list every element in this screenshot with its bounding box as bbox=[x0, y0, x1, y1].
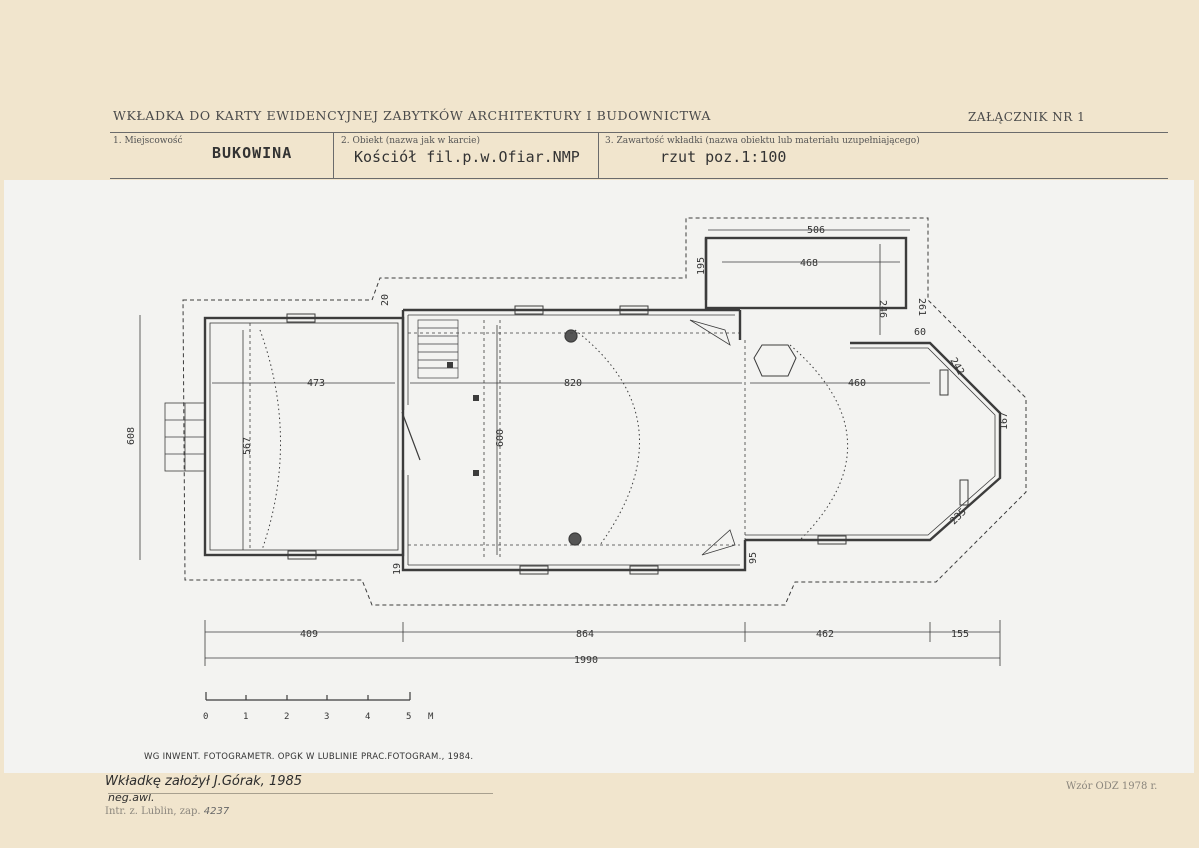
field-divider-1 bbox=[333, 132, 334, 178]
dim-167: 167 bbox=[999, 412, 1010, 430]
west-tower-walls bbox=[203, 316, 405, 557]
dim-155: 155 bbox=[951, 629, 969, 640]
footer-rule bbox=[108, 793, 493, 794]
annex-number: ZAŁĄCZNIK NR 1 bbox=[968, 110, 1086, 124]
field-content-label: 3. Zawartość wkładki (nazwa obiektu lub … bbox=[605, 136, 920, 146]
inventory-stamp-line: Intr. z. Lublin, zap. 4237 bbox=[105, 806, 229, 817]
column-north bbox=[564, 329, 578, 343]
nave-walls bbox=[401, 308, 747, 572]
scale-unit: M bbox=[428, 712, 434, 722]
field-content-value: rzut poz.1:100 bbox=[660, 148, 787, 166]
scale-tick-3: 3 bbox=[324, 712, 329, 722]
dim-864: 864 bbox=[576, 629, 594, 640]
document-title: WKŁADKA DO KARTY EWIDENCYJNEJ ZABYTKÓW A… bbox=[113, 108, 712, 123]
dim-567: 567 bbox=[242, 437, 253, 455]
dim-1990: 1990 bbox=[574, 655, 598, 666]
handwritten-author-note: Wkładkę założył J.Górak, 1985 bbox=[105, 774, 303, 789]
sacristy-walls bbox=[704, 236, 908, 310]
dim-20: 20 bbox=[380, 294, 391, 306]
floor-plan-sheet: 506 468 195 246 261 60 20 19 473 820 460… bbox=[4, 180, 1194, 773]
dim-19: 19 bbox=[392, 563, 403, 575]
nave-posts bbox=[447, 362, 479, 476]
scale-tick-0: 0 bbox=[203, 712, 208, 722]
field-object-label: 2. Obiekt (nazwa jak w karcie) bbox=[341, 136, 480, 146]
dim-608: 608 bbox=[126, 427, 137, 445]
octagon-niche bbox=[753, 344, 797, 377]
field-divider-2 bbox=[598, 132, 599, 178]
dim-506: 506 bbox=[807, 225, 825, 236]
dim-468: 468 bbox=[800, 258, 818, 269]
dim-409: 409 bbox=[300, 629, 318, 640]
dim-95: 95 bbox=[748, 552, 759, 564]
scale-tick-4: 4 bbox=[365, 712, 370, 722]
survey-credit: WG INWENT. FOTOGRAMETR. OPGK W LUBLINIE … bbox=[144, 752, 474, 762]
scale-tick-1: 1 bbox=[243, 712, 248, 722]
inventory-number: 4237 bbox=[203, 806, 230, 817]
dim-60: 60 bbox=[914, 327, 926, 338]
dim-246: 246 bbox=[877, 300, 888, 318]
field-object-value: Kościół fil.p.w.Ofiar.NMP bbox=[354, 148, 580, 166]
field-locality-value: BUKOWINA bbox=[212, 144, 293, 162]
dim-473: 473 bbox=[307, 378, 325, 389]
dim-460: 460 bbox=[848, 378, 866, 389]
chancel-walls bbox=[745, 341, 1002, 542]
column-south bbox=[568, 532, 582, 546]
dim-820: 820 bbox=[564, 378, 582, 389]
outer-dashed-outline bbox=[182, 217, 1027, 606]
church-floor-plan: 506 468 195 246 261 60 20 19 473 820 460… bbox=[126, 217, 1027, 722]
west-porch bbox=[164, 402, 206, 472]
scale-tick-5: 5 bbox=[406, 712, 411, 722]
field-locality-label: 1. Miejscowość bbox=[113, 136, 183, 146]
header-rule-top bbox=[110, 132, 1168, 133]
scale-bar bbox=[205, 692, 411, 701]
dim-195: 195 bbox=[696, 257, 707, 275]
handwritten-negative-note: neg.awl. bbox=[108, 791, 155, 804]
header-rule-bottom bbox=[110, 178, 1168, 179]
dim-462: 462 bbox=[816, 629, 834, 640]
form-template-label: Wzór ODZ 1978 r. bbox=[1066, 781, 1158, 792]
stairs bbox=[417, 319, 459, 379]
openings bbox=[286, 305, 969, 575]
inventory-stamp-text: Intr. z. Lublin, zap. bbox=[105, 806, 201, 817]
scale-tick-2: 2 bbox=[284, 712, 289, 722]
dim-600: 600 bbox=[495, 429, 506, 447]
dim-242: 242 bbox=[947, 356, 966, 377]
dim-261: 261 bbox=[916, 298, 927, 316]
